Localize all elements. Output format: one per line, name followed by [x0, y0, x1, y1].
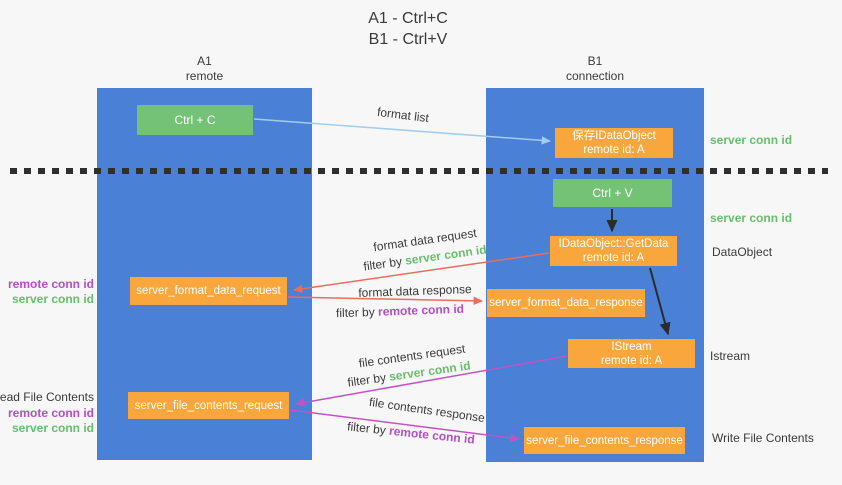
node-idataobject-getdata-line2: remote id: A	[582, 252, 645, 264]
filter-by-text-2: filter by	[335, 304, 379, 321]
label-server-conn-id-top-right: server conn id	[710, 133, 793, 147]
lane-a1-name: A1	[197, 54, 212, 68]
node-server-format-data-request-label: server_format_data_request	[136, 285, 281, 297]
node-server-file-contents-response-label: server_file_contents_response	[526, 434, 683, 447]
arrow-label-filter-remote-conn-id-2: filter by remote conn id	[347, 419, 476, 446]
diagram-title: A1 - Ctrl+C B1 - Ctrl+V	[327, 8, 489, 50]
arrow-label-format-data-response: format data response	[358, 282, 472, 300]
lane-header-b1: B1 connection	[486, 54, 704, 84]
node-ctrl-c: Ctrl + C	[137, 105, 253, 135]
node-save-idataobject-line1: 保存IDataObject	[572, 130, 656, 142]
node-server-format-data-response: server_format_data_response	[487, 289, 645, 317]
dotted-divider	[10, 168, 828, 174]
filter-by-text-3: filter by	[346, 369, 391, 390]
label-write-file-contents: Write File Contents	[712, 431, 814, 445]
label-server-conn-id-mid-left: server conn id	[11, 292, 94, 306]
node-server-file-contents-request-label: server_file_contents_request	[134, 399, 283, 412]
lane-b1-subtitle: connection	[565, 69, 625, 83]
label-server-conn-id-mid-right: server conn id	[710, 211, 793, 225]
label-remote-conn-id-mid-left: remote conn id	[7, 277, 94, 291]
node-save-idataobject-line2: remote id: A	[583, 144, 645, 156]
node-server-format-data-request: server_format_data_request	[130, 277, 287, 305]
label-server-conn-id-bottom-left: server conn id	[11, 421, 94, 435]
label-dataobject: DataObject	[712, 245, 773, 259]
filter-by-text-1: filter by	[362, 253, 407, 274]
node-save-idataobject: 保存IDataObject remote id: A	[555, 128, 673, 158]
arrow-label-filter-remote-conn-id-1: filter by remote conn id	[336, 302, 464, 320]
title-line-2: B1 - Ctrl+V	[368, 31, 448, 48]
node-istream: IStream remote id: A	[568, 339, 695, 368]
title-line-1: A1 - Ctrl+C	[368, 10, 448, 27]
lane-header-a1: A1 remote	[97, 54, 312, 84]
arrow-label-file-contents-response: file contents response	[368, 394, 486, 426]
node-ctrl-c-label: Ctrl + C	[174, 113, 216, 127]
label-remote-conn-id-bottom-left: remote conn id	[7, 406, 94, 420]
label-istream: Istream	[710, 349, 751, 363]
filter-by-text-4: filter by	[346, 419, 390, 438]
node-idataobject-getdata: IDataObject::GetData remote id: A	[550, 236, 677, 266]
lane-a1-subtitle: remote	[185, 69, 224, 83]
label-group-conn-ids-mid-left: remote conn id server conn id	[8, 277, 94, 307]
label-read-file-contents: Read File Contents	[0, 390, 94, 404]
node-istream-line1: IStream	[611, 340, 652, 353]
arrow-label-format-list: format list	[376, 104, 430, 126]
label-group-conn-ids-bottom-left: remote conn id server conn id	[8, 406, 94, 436]
node-server-file-contents-response: server_file_contents_response	[524, 427, 685, 454]
node-istream-line2: remote id: A	[600, 354, 663, 367]
node-idataobject-getdata-line1: IDataObject::GetData	[558, 238, 669, 250]
node-server-format-data-response-label: server_format_data_response	[489, 297, 643, 309]
node-server-file-contents-request: server_file_contents_request	[128, 392, 289, 419]
lane-b1-name: B1	[587, 54, 603, 68]
remote-conn-id-text-1: remote conn id	[377, 301, 465, 319]
node-ctrl-v: Ctrl + V	[553, 179, 672, 207]
remote-conn-id-text-2: remote conn id	[388, 423, 476, 447]
node-ctrl-v-label: Ctrl + V	[592, 186, 633, 200]
